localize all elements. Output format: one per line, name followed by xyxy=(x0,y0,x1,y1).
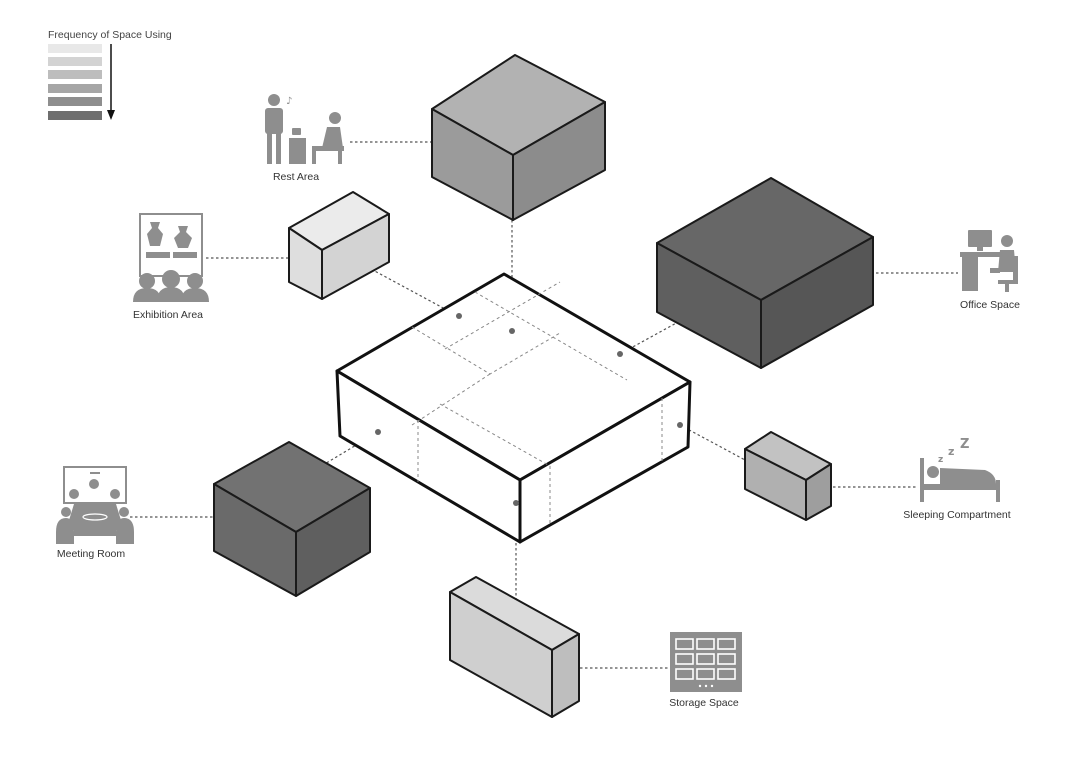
office-space-box xyxy=(656,177,874,369)
legend-title: Frequency of Space Using xyxy=(48,29,172,41)
storage-space-icon xyxy=(670,632,742,692)
rest-area-label: Rest Area xyxy=(273,171,319,183)
meeting-room-icon xyxy=(56,466,134,544)
exhibition-area-box-right xyxy=(321,213,390,300)
legend-shade-1 xyxy=(48,44,102,53)
meeting-room-box-right xyxy=(295,487,371,597)
svg-text:z: z xyxy=(938,455,943,465)
partition-line xyxy=(411,326,561,375)
rest-area-box xyxy=(431,54,606,221)
connector-sleeping-to-center xyxy=(679,424,746,461)
central-block xyxy=(335,272,692,544)
sleeping-compartment-icon: z z Z xyxy=(920,437,1000,502)
sleeping-compartment-box-right xyxy=(805,463,832,521)
connector-meeting-to-center xyxy=(317,431,379,469)
central-block-right-face xyxy=(518,380,692,544)
connector-exhibition-to-center xyxy=(357,261,459,317)
exhibition-area-label: Exhibition Area xyxy=(133,309,203,321)
legend-arrow-icon xyxy=(107,110,115,120)
svg-text:z: z xyxy=(948,445,954,458)
anchor-dot xyxy=(617,351,623,357)
meeting-room-box xyxy=(213,441,371,597)
office-space-box-right xyxy=(760,236,874,369)
meeting-room-label: Meeting Room xyxy=(57,548,126,560)
legend-shade-3 xyxy=(48,70,102,79)
exhibition-area-box xyxy=(288,191,390,300)
rest-area-box-right xyxy=(512,101,606,221)
exhibition-area-icon xyxy=(133,213,209,302)
partition-line xyxy=(444,281,561,350)
svg-text:Z: Z xyxy=(960,437,969,452)
legend-shade-2 xyxy=(48,57,102,66)
legend-shade-4 xyxy=(48,84,102,93)
sleeping-compartment-box xyxy=(744,431,832,521)
storage-space-label: Storage Space xyxy=(669,697,739,709)
legend-shade-6 xyxy=(48,111,102,120)
legend: Frequency of Space Using xyxy=(48,29,172,120)
partition-line xyxy=(474,291,628,381)
anchor-dot xyxy=(513,500,519,506)
anchor-dot xyxy=(456,313,462,319)
connectors xyxy=(130,141,958,669)
legend-shade-5 xyxy=(48,97,102,106)
anchor-dot xyxy=(509,328,515,334)
rest-area-icon: ♪ xyxy=(265,94,344,164)
anchor-dot xyxy=(677,422,683,428)
office-space-label: Office Space xyxy=(960,299,1020,311)
storage-space-box xyxy=(449,576,580,718)
office-space-icon xyxy=(960,230,1018,292)
anchor-dot xyxy=(375,429,381,435)
sleeping-compartment-label: Sleeping Compartment xyxy=(903,509,1010,521)
storage-space-box-right xyxy=(551,633,580,718)
svg-text:♪: ♪ xyxy=(286,96,292,107)
